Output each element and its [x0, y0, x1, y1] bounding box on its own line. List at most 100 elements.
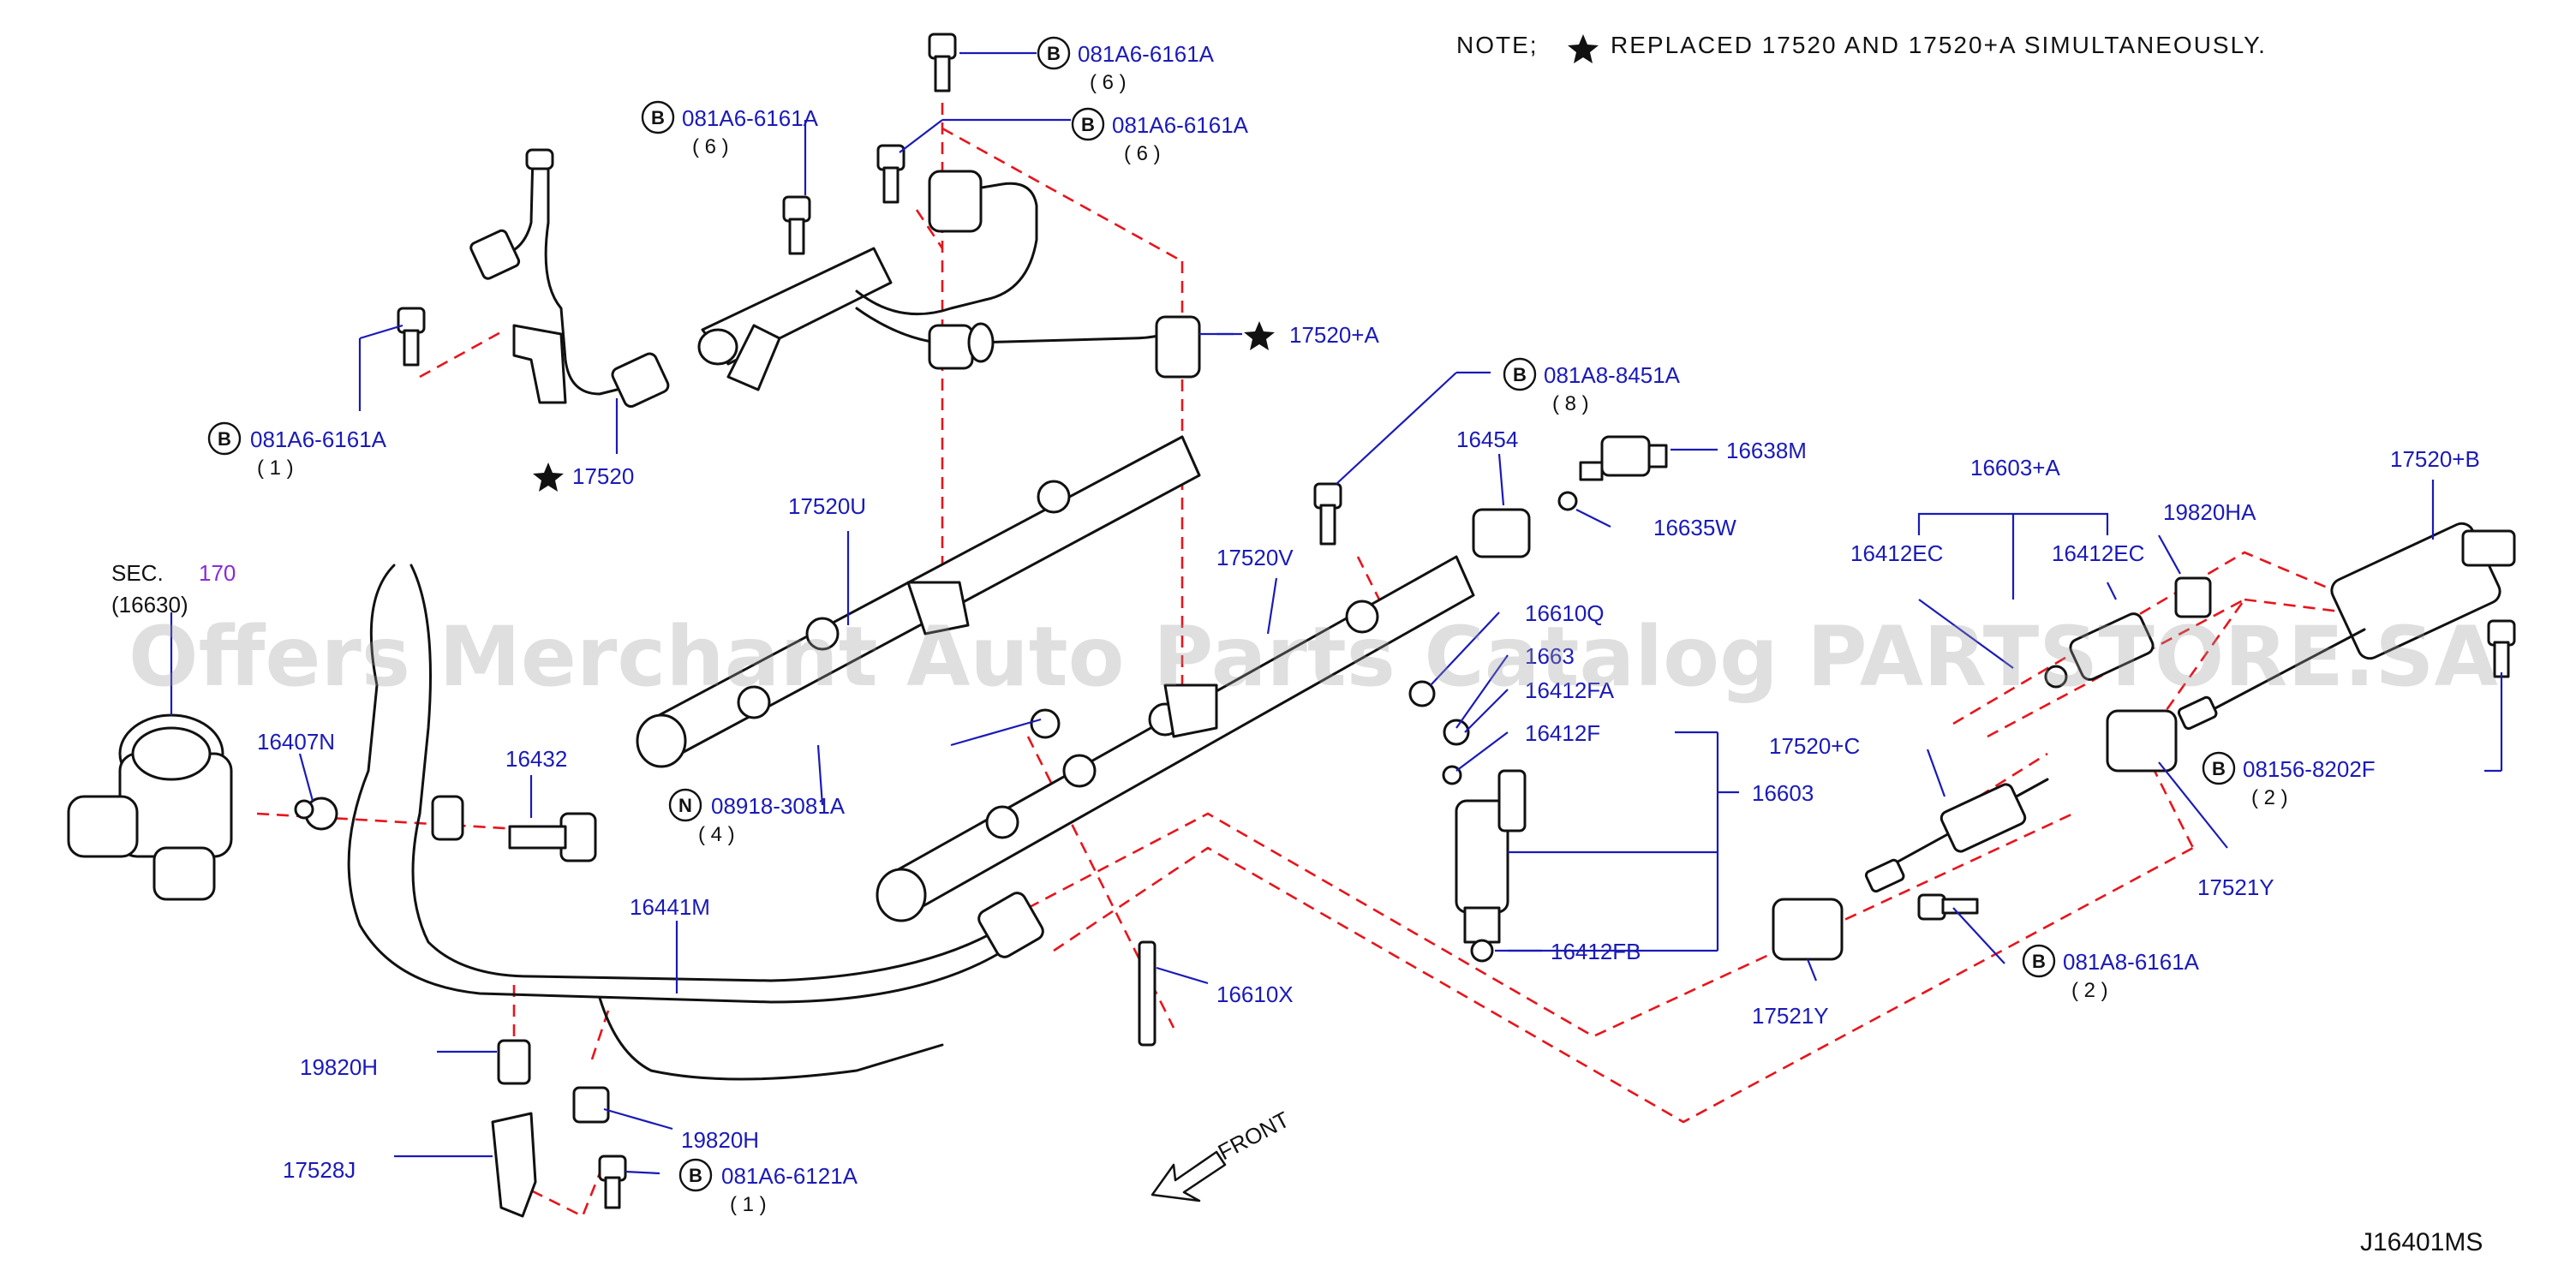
callout-prefix: B: [689, 1165, 702, 1186]
callout-circle: [668, 788, 702, 822]
holder-16454: [1472, 508, 1531, 558]
union-bolt-16432: [508, 812, 597, 862]
callout-qty: ( 2 ): [2251, 786, 2288, 809]
callout-part: 081A6-6161A: [1078, 41, 1215, 67]
bolt-icon: [876, 144, 905, 204]
part-label-16454[interactable]: 16454: [1456, 427, 1518, 452]
diagram-code: J16401MS: [2360, 1228, 2483, 1256]
star-icon: [1568, 34, 1599, 63]
part-label-17520[interactable]: 17520: [572, 463, 634, 489]
callout-prefix: B: [1081, 114, 1095, 135]
part-label-19820H[interactable]: 19820H: [681, 1127, 759, 1153]
note-text: REPLACED 17520 AND 17520+A SIMULTANEOUSL…: [1611, 32, 2267, 58]
fuel-injector-set-16603A: [2044, 612, 2155, 689]
callout-qty: ( 1 ): [257, 456, 294, 480]
part-label-16407N[interactable]: 16407N: [257, 729, 335, 755]
part-label-16603A[interactable]: 16603+A: [1970, 455, 2060, 480]
part-label-16432[interactable]: 16432: [505, 746, 567, 772]
callout-circle: [2022, 944, 2056, 978]
callout-qty: ( 8 ): [1552, 392, 1589, 415]
fuel-rail-17520V: [876, 555, 1475, 922]
callout-b8[interactable]: B 081A8-6161A ( 2 ): [2022, 944, 2200, 1002]
callout-b7[interactable]: B 08156-8202F ( 2 ): [2202, 751, 2376, 809]
callout-prefix: B: [218, 428, 231, 450]
part-label-16441M[interactable]: 16441M: [630, 894, 710, 920]
part-label-16412FB[interactable]: 16412FB: [1551, 939, 1641, 964]
clip-19820HA: [2174, 576, 2212, 618]
part-label-16412F[interactable]: 16412F: [1525, 720, 1600, 746]
fuel-tube-16441M: [347, 564, 1044, 1081]
star-icon: [533, 462, 564, 492]
section-number-link[interactable]: 170: [199, 560, 236, 586]
callout-prefix: B: [1513, 364, 1527, 385]
callout-qty: ( 6 ): [692, 135, 729, 158]
part-label-17520C[interactable]: 17520+C: [1769, 733, 1860, 759]
bolt-icon: [397, 307, 426, 367]
fuel-pipe-17520C: [1864, 778, 2049, 893]
callout-part: 081A8-6161A: [2063, 949, 2200, 975]
part-label-17520A[interactable]: 17520+A: [1289, 322, 1379, 348]
callout-qty: ( 6 ): [1090, 71, 1127, 94]
callout-prefix: B: [1047, 43, 1061, 64]
part-label-16638M[interactable]: 16638M: [1726, 438, 1807, 463]
part-label-17520U[interactable]: 17520U: [788, 493, 866, 519]
front-label: FRONT: [1214, 1107, 1294, 1166]
callout-b6[interactable]: N 08918-3081A ( 4 ): [668, 788, 846, 846]
gasket-16407N: [294, 797, 338, 831]
clip-19820H: [497, 1039, 531, 1085]
callout-circle: [641, 100, 675, 134]
callout-prefix: N: [678, 795, 692, 816]
fuel-pump-16630: [67, 713, 233, 901]
leader-lines: [170, 51, 2503, 1175]
callout-circle: [1071, 107, 1105, 141]
callout-part: 081A6-6161A: [682, 105, 819, 131]
star-icon: [1244, 321, 1275, 350]
watermark-text: Offers Merchant Auto Parts Catalog PARTS…: [129, 609, 2498, 705]
part-label-1663[interactable]: 1663: [1525, 643, 1575, 669]
callout-circle: [1037, 36, 1071, 70]
callout-qty: ( 6 ): [1124, 142, 1161, 165]
callout-circle: [1503, 357, 1537, 391]
callout-part: 081A6-6161A: [1112, 112, 1249, 138]
callout-qty: ( 1 ): [730, 1193, 767, 1216]
section-prefix: SEC.: [111, 560, 164, 586]
part-label-16412EC[interactable]: 16412EC: [1850, 540, 1943, 566]
callout-b3[interactable]: B 081A6-6161A ( 6 ): [641, 100, 819, 158]
callout-b4[interactable]: B 081A6-6161A ( 1 ): [207, 421, 387, 480]
part-label-17528J[interactable]: 17528J: [283, 1157, 356, 1183]
callout-b9[interactable]: B 081A6-6121A ( 1 ): [678, 1158, 858, 1216]
part-label-16610Q[interactable]: 16610Q: [1525, 600, 1605, 626]
callout-b2[interactable]: B 081A6-6161A ( 6 ): [1071, 107, 1249, 165]
part-label-16610X[interactable]: 16610X: [1216, 982, 1294, 1007]
callout-qty: ( 2 ): [2071, 979, 2108, 1002]
part-label-17520V[interactable]: 17520V: [1216, 545, 1294, 570]
bolt-icon: [1313, 482, 1342, 546]
callout-circle: [2202, 751, 2236, 785]
callout-prefix: B: [2032, 951, 2046, 972]
part-label-17521Y[interactable]: 17521Y: [1752, 1003, 1829, 1029]
callout-part: 081A6-6121A: [721, 1163, 858, 1189]
callout-qty: ( 4 ): [698, 823, 735, 846]
fuel-injector-16603: [1408, 680, 1527, 963]
part-label-16412EC[interactable]: 16412EC: [2052, 540, 2144, 566]
note-prefix: NOTE;: [1456, 32, 1539, 58]
high-pressure-pump-17520B: [2177, 522, 2516, 731]
part-label-19820H[interactable]: 19820H: [300, 1054, 378, 1080]
callout-b5[interactable]: B 081A8-8451A ( 8 ): [1503, 357, 1681, 415]
bolt-icon: [928, 33, 957, 92]
callout-prefix: B: [2212, 758, 2226, 779]
callout-b1[interactable]: B 081A6-6161A ( 6 ): [1037, 36, 1215, 94]
o-ring-16635W: [1557, 491, 1578, 511]
section-part: (16630): [111, 592, 188, 618]
part-label-16635W[interactable]: 16635W: [1653, 515, 1736, 540]
part-label-16412FA[interactable]: 16412FA: [1525, 677, 1615, 703]
bolt-icon: [782, 195, 811, 255]
bolt-icon: [1917, 893, 1979, 921]
part-label-16603[interactable]: 16603: [1752, 780, 1814, 806]
clamp-17521Y: [1772, 898, 1844, 961]
bracket-17528J: [491, 1112, 537, 1218]
clamp-17521Y: [2106, 709, 2178, 773]
part-label-19820HA[interactable]: 19820HA: [2163, 499, 2256, 525]
part-label-17520B[interactable]: 17520+B: [2390, 446, 2480, 472]
part-label-17521Y[interactable]: 17521Y: [2197, 874, 2274, 900]
